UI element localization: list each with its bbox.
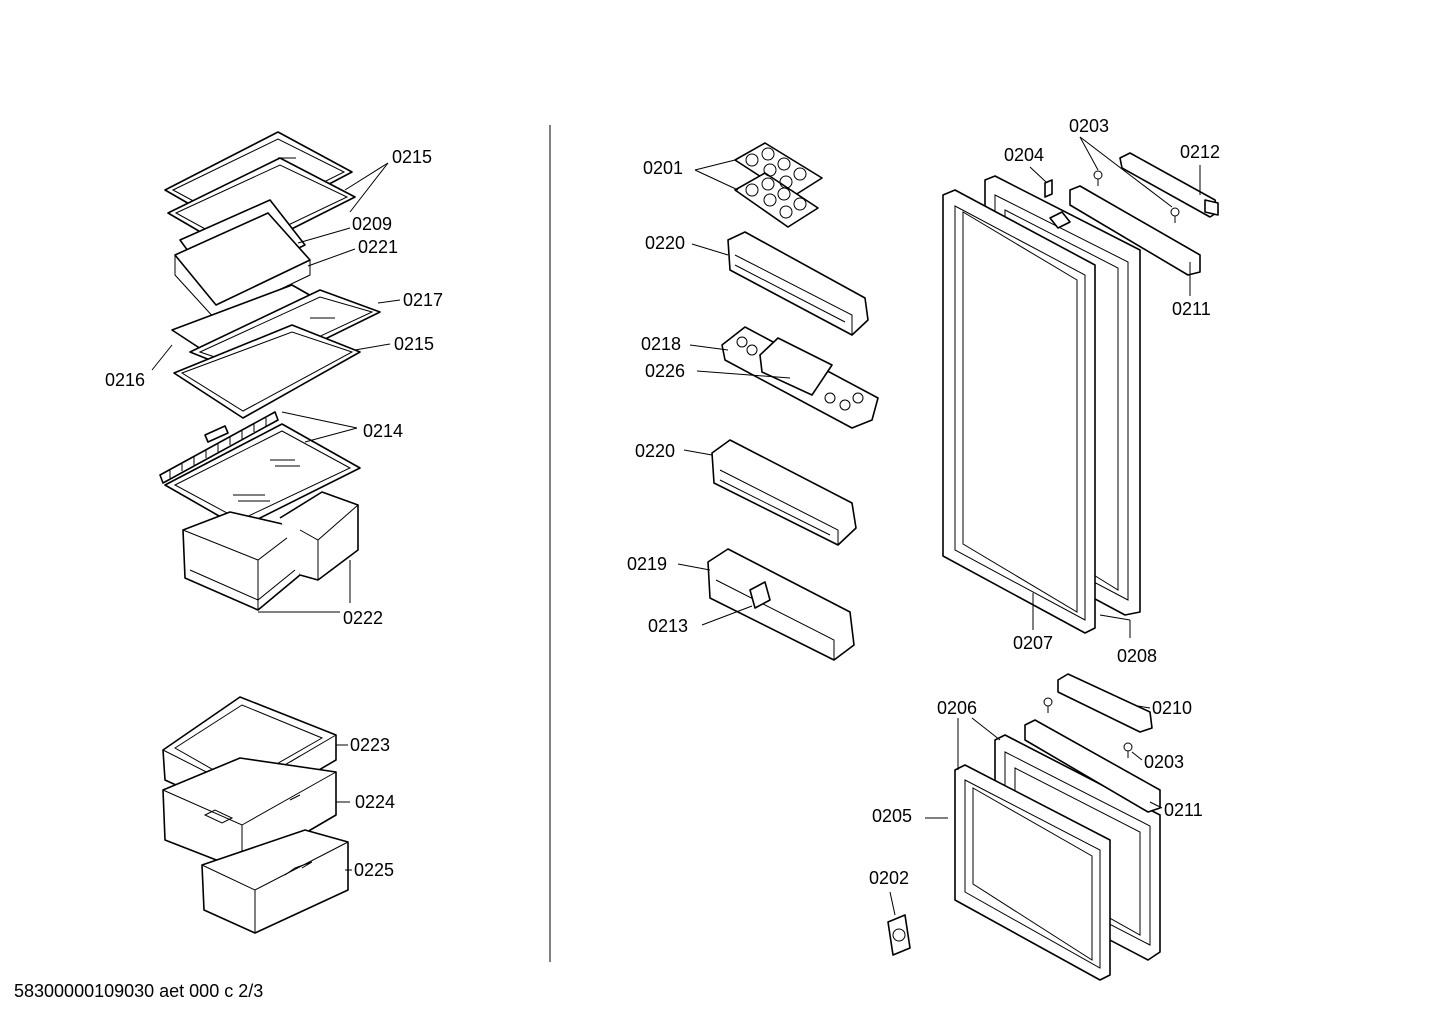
glass-shelf-large [159,411,361,529]
label-0207: 0207 [1013,633,1053,653]
label-0215-top: 0215 [392,147,432,167]
label-0211-upper: 0211 [1172,299,1211,319]
label-0215-middle: 0215 [394,334,434,354]
label-0224: 0224 [355,792,395,812]
label-0222: 0222 [343,608,383,628]
drawer-0225 [201,829,349,934]
label-0216: 0216 [105,370,145,390]
label-0208: 0208 [1117,646,1157,666]
hinge-parts-lower [1024,673,1161,813]
label-0203-lower: 0203 [1144,752,1184,772]
label-0202: 0202 [869,868,909,888]
label-0213: 0213 [648,616,688,636]
label-0225: 0225 [354,860,394,880]
label-0209: 0209 [352,214,392,234]
label-0218: 0218 [641,334,681,354]
label-0212: 0212 [1180,142,1220,162]
dairy-compartment [721,326,879,429]
crisper-drawers [182,491,359,611]
label-0203-upper: 0203 [1069,116,1109,136]
label-0226: 0226 [645,361,685,381]
left-panel-drawing [159,131,381,934]
door-assembly-drawing [887,152,1219,981]
label-0211-lower: 0211 [1164,800,1203,820]
door-shelf-middle [711,439,857,546]
label-0217: 0217 [403,290,443,310]
leader-lines [151,136,1201,916]
glass-shelf-split [171,284,381,419]
document-id: 58300000109030 aet 000 c 2/3 [14,981,263,1001]
cover-plate [887,914,911,956]
freezer-door [954,734,1161,981]
label-0221: 0221 [358,237,398,257]
label-0201: 0201 [643,158,683,178]
bottle-shelf [707,548,855,661]
label-0204: 0204 [1004,145,1044,165]
door-gasket-main [942,189,1096,634]
label-0214: 0214 [363,421,403,441]
label-0206: 0206 [937,698,977,718]
label-0220-upper: 0220 [645,233,685,253]
label-0219: 0219 [627,554,667,574]
drawer-0224 [162,757,337,871]
tray-small [174,199,311,321]
label-0220-middle: 0220 [635,441,675,461]
label-0210: 0210 [1152,698,1192,718]
hinge-parts-upper [1044,152,1219,276]
part-labels: 0215 0209 0221 0217 0215 0216 0214 0222 … [105,116,1220,888]
door-shelves-drawing [707,142,879,661]
label-0223: 0223 [350,735,390,755]
egg-tray [734,142,823,228]
label-0205: 0205 [872,806,912,826]
door-shelf-upper [727,231,869,336]
